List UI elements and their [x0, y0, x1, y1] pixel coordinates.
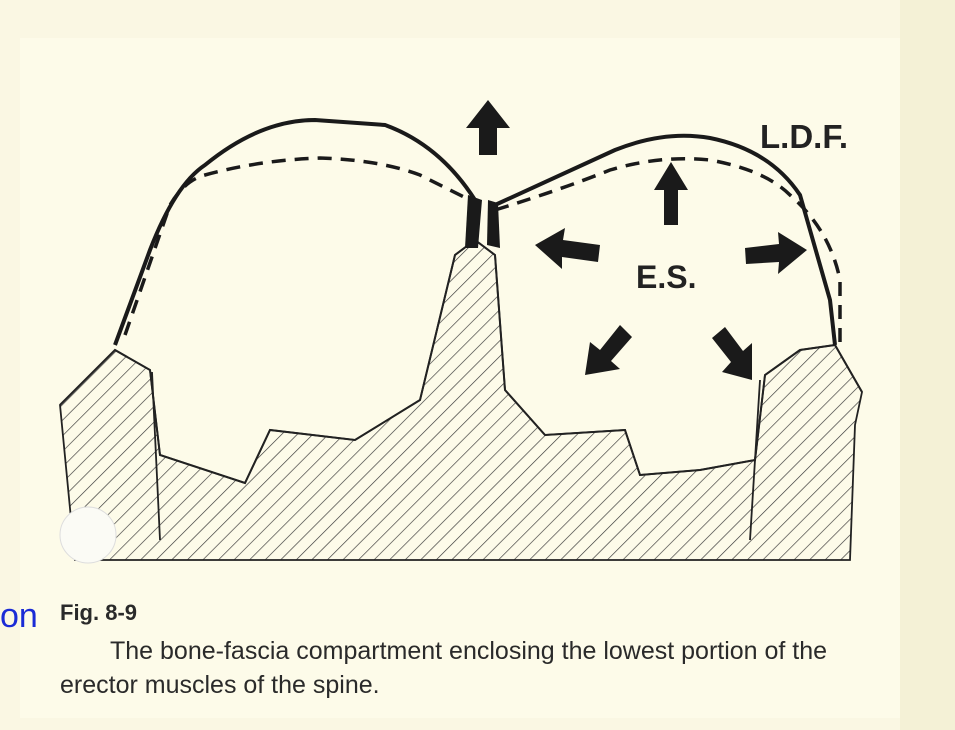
stray-text: on — [0, 596, 38, 636]
label-ldf: L.D.F. — [760, 118, 848, 155]
fascia-dashed-left — [125, 158, 470, 335]
arrow-down-left — [585, 325, 632, 375]
fascia-solid-left — [115, 120, 475, 345]
figure-number: Fig. 8-9 — [60, 600, 137, 626]
figure-caption: The bone-fascia compartment enclosing th… — [60, 634, 880, 702]
binder-hole — [60, 507, 116, 563]
arrow-right — [745, 232, 807, 274]
arrow-down-right — [712, 327, 752, 380]
spinous-tip-right — [487, 200, 500, 248]
arrow-up-large — [466, 100, 510, 155]
arrow-left — [535, 228, 600, 269]
arrow-up-small — [654, 162, 688, 225]
spinous-tip — [465, 195, 482, 248]
vertebra-bone — [60, 240, 862, 560]
label-es: E.S. — [636, 259, 696, 295]
